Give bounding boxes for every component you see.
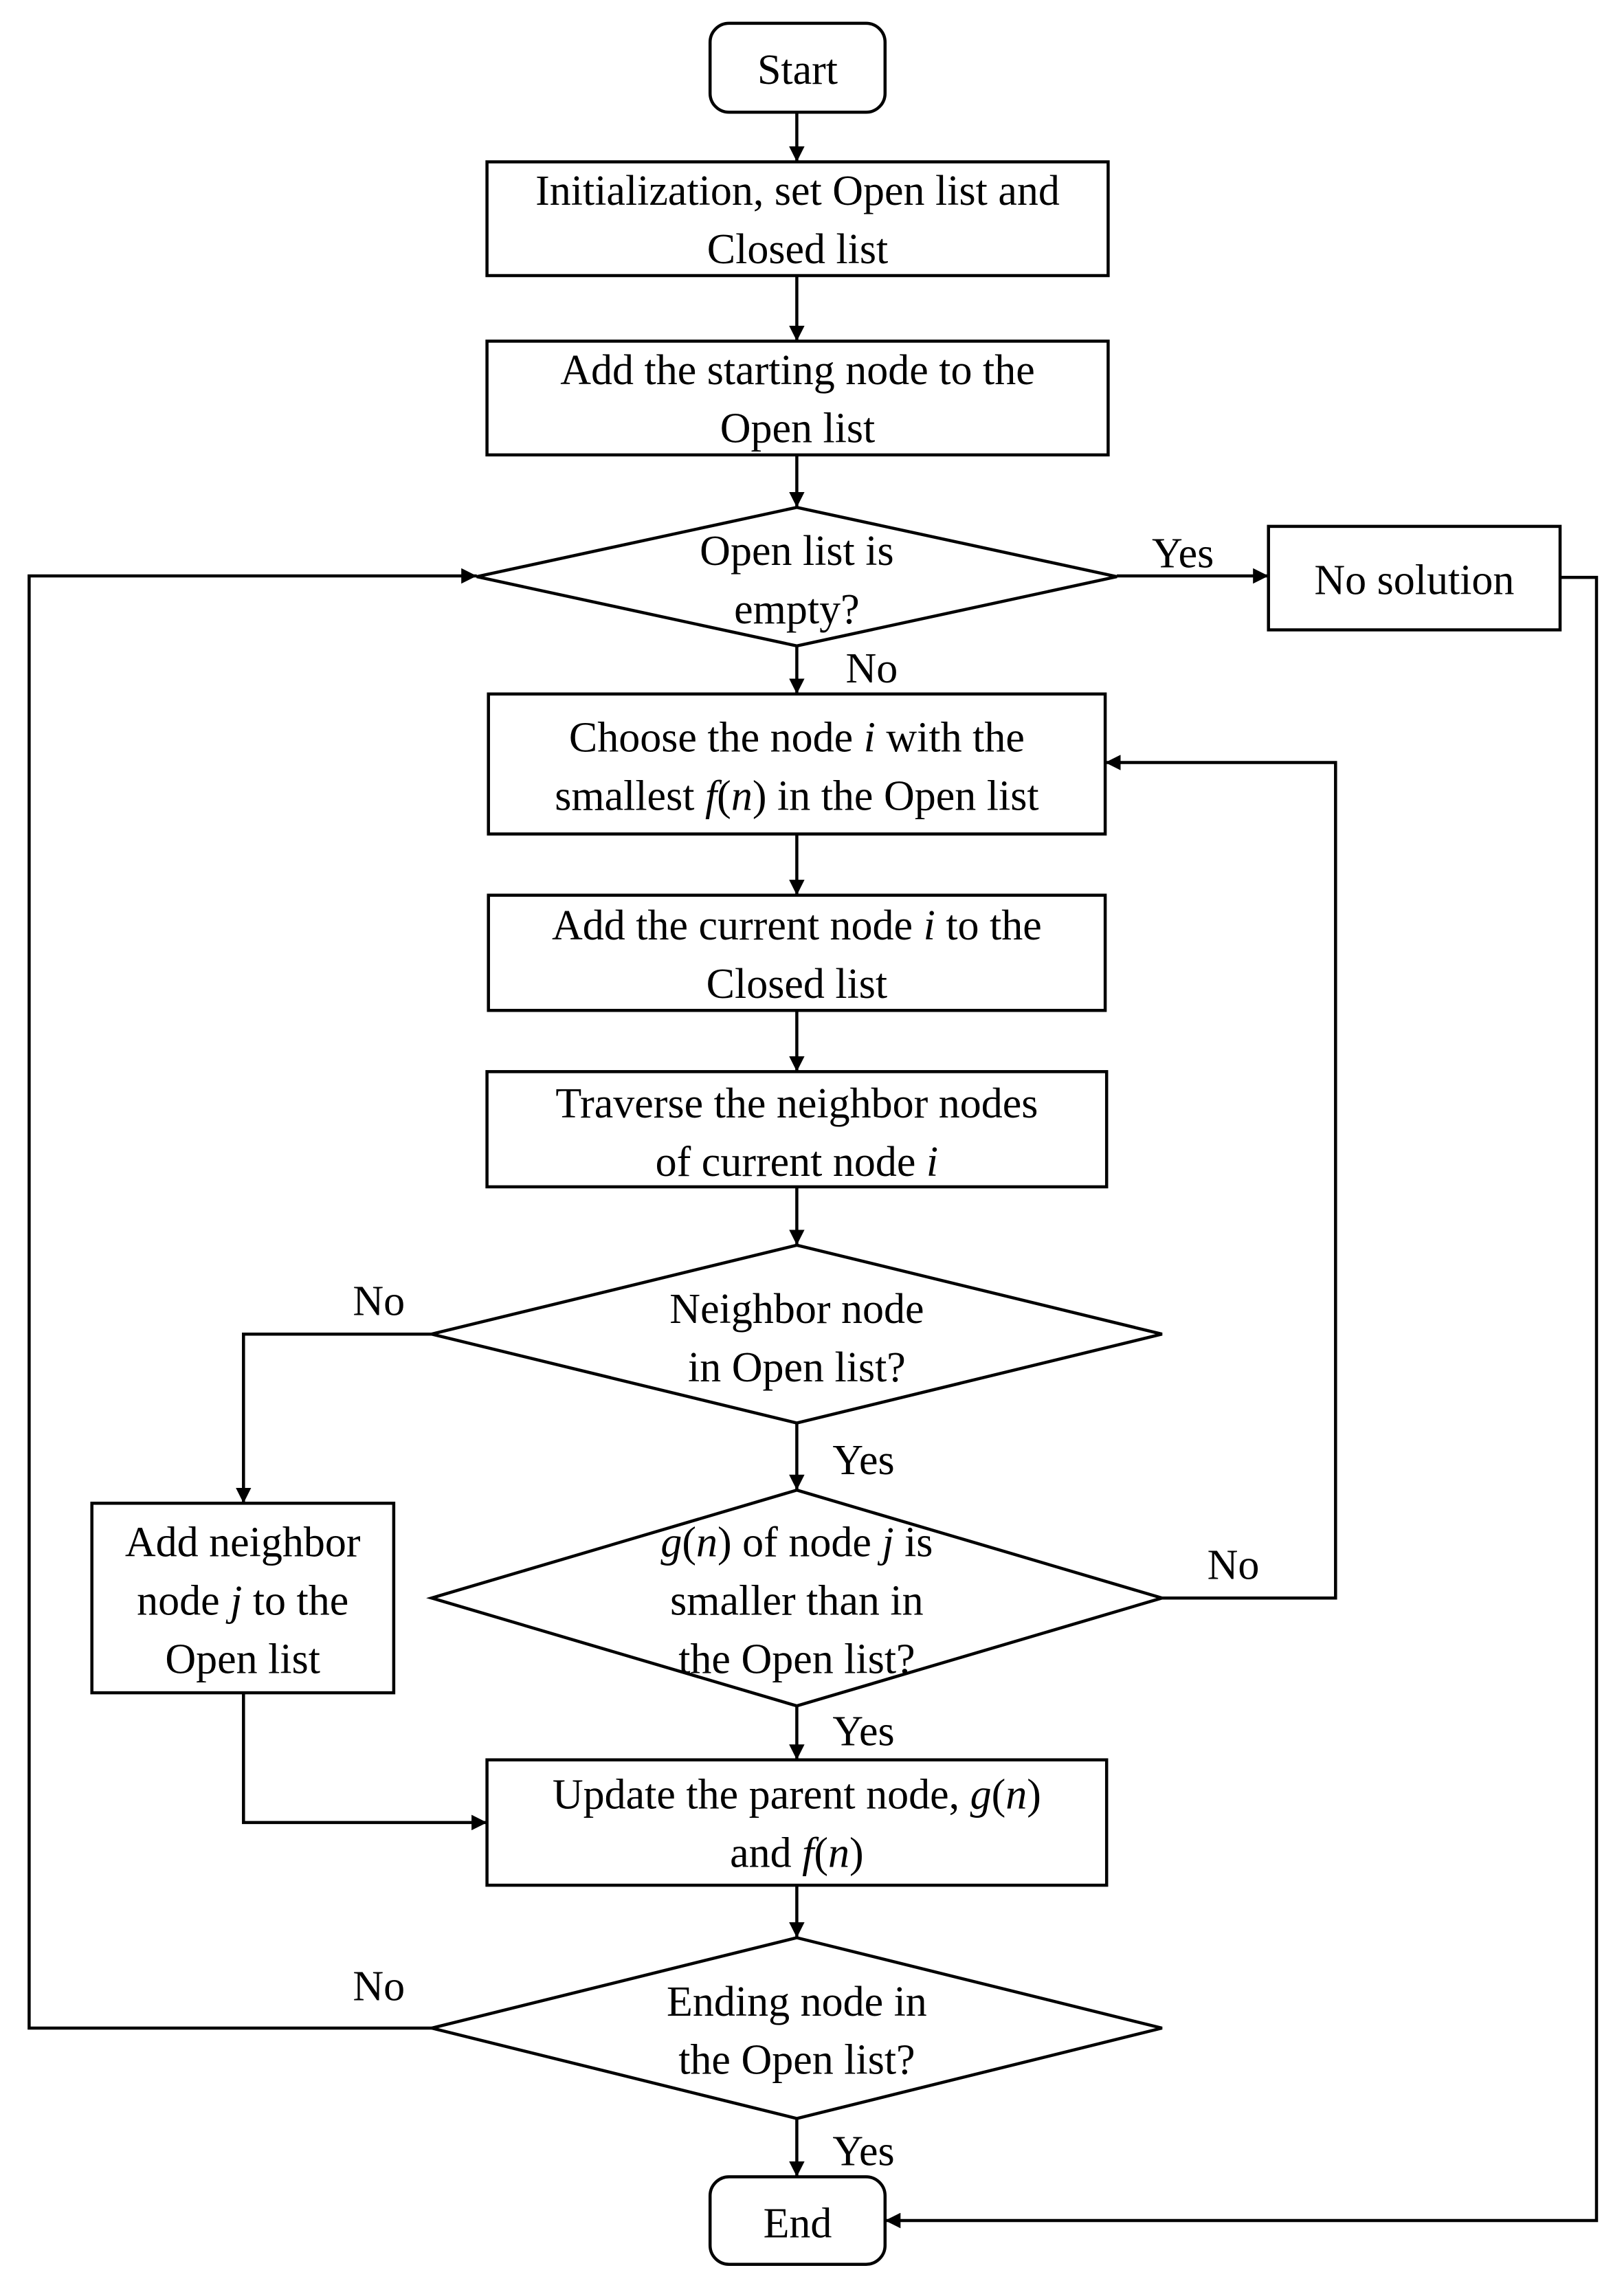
neighbor-in-open-text-line-1: Neighbor node <box>669 1286 924 1333</box>
edge-ending-in-open-to-open-empty <box>27 568 477 2030</box>
update-text-line-2: and f(n) <box>730 1829 864 1876</box>
ending-in-open-text-line-2: the Open list? <box>678 2037 915 2084</box>
node-traverse: Traverse the neighbor nodes of current no… <box>485 1070 1109 1189</box>
add-neighbor-text-line-1: Add neighbor <box>125 1520 361 1566</box>
edge-neighbor-in-open-to-add-neighbor <box>236 1332 432 1504</box>
update-process-shape <box>485 1758 1109 1887</box>
edges-layer <box>27 112 1599 2229</box>
init-process-shape <box>485 160 1110 278</box>
edge-label-yes: Yes <box>832 2128 894 2174</box>
edge-label-yes: Yes <box>1152 530 1214 577</box>
end-text-line-1: End <box>764 2200 832 2247</box>
add-closed-text-line-1: Add the current node i to the <box>552 902 1042 949</box>
node-update: Update the parent node, g(n) and f(n) <box>485 1758 1109 1887</box>
add-start-text-line-2: Open list <box>720 405 876 452</box>
add-closed-process-shape <box>487 893 1107 1012</box>
node-choose: Choose the node i with the smallest f(n) … <box>487 692 1107 836</box>
no-solution-process-shape <box>1267 524 1562 632</box>
g-smaller-text-line-2: smaller than in <box>670 1577 923 1624</box>
open-empty-text-line-1: Open list is <box>700 528 893 575</box>
start-text-line-1: Start <box>757 47 838 93</box>
neighbor-in-open-text-line-2: in Open list? <box>688 1344 906 1391</box>
ending-in-open-decision-shape <box>431 1936 1163 2120</box>
neighbor-in-open-decision-shape <box>431 1243 1163 1425</box>
ending-in-open-text-line-1: Ending node in <box>667 1979 927 2025</box>
edge-label-yes: Yes <box>832 1708 894 1755</box>
choose-text-line-2: smallest f(n) in the Open list <box>555 772 1038 819</box>
traverse-text-line-2: of current node i <box>656 1139 938 1186</box>
edge-no-solution-to-end <box>885 575 1599 2229</box>
choose-process-shape <box>487 692 1107 836</box>
node-start: Start <box>708 21 887 114</box>
edge-g-smaller-to-choose <box>1105 755 1337 1600</box>
traverse-process-shape <box>485 1070 1109 1189</box>
no-solution-text-line-1: No solution <box>1314 557 1514 603</box>
node-neighbor-in-open: Neighbor node in Open list? <box>431 1243 1163 1425</box>
node-g-smaller: g(n) of node j is smaller than in the Open… <box>426 1488 1168 1708</box>
g-smaller-text-line-3: the Open list? <box>678 1636 915 1682</box>
start-terminal-shape <box>708 21 887 114</box>
node-no-solution: No solution <box>1267 524 1562 632</box>
end-terminal-shape <box>708 2175 887 2266</box>
add-start-process-shape <box>485 340 1110 457</box>
edge-label-no: No <box>353 1278 405 1325</box>
edge-label-no: No <box>846 645 898 692</box>
edge-label-yes: Yes <box>832 1437 894 1484</box>
edge-label-no: No <box>353 1963 405 2010</box>
add-neighbor-process-shape <box>90 1502 396 1695</box>
node-end: End <box>708 2175 887 2266</box>
edge-label-no: No <box>1208 1542 1260 1589</box>
add-neighbor-text-line-3: Open list <box>165 1636 320 1682</box>
edge-add-neighbor-to-update <box>242 1693 487 1831</box>
g-smaller-decision-shape <box>426 1488 1168 1708</box>
init-text-line-2: Closed list <box>707 226 889 273</box>
traverse-text-line-1: Traverse the neighbor nodes <box>555 1080 1038 1127</box>
init-text-line-1: Initialization, set Open list and <box>535 168 1060 214</box>
choose-text-line-1: Choose the node i with the <box>569 715 1025 761</box>
node-init: Initialization, set Open list andClosed … <box>485 160 1110 278</box>
add-neighbor-text-line-2: node j to the <box>137 1577 348 1624</box>
add-start-text-line-1: Add the starting node to the <box>560 347 1034 394</box>
open-empty-text-line-2: empty? <box>734 586 860 633</box>
g-smaller-text-line-1: g(n) of node j is <box>660 1520 933 1566</box>
node-ending-in-open: Ending node in the Open list? <box>431 1936 1163 2120</box>
add-closed-text-line-2: Closed list <box>707 961 888 1008</box>
update-text-line-1: Update the parent node, g(n) <box>553 1772 1041 1818</box>
node-open-empty: Open list is empty? <box>476 505 1117 648</box>
open-empty-decision-shape <box>476 505 1117 648</box>
